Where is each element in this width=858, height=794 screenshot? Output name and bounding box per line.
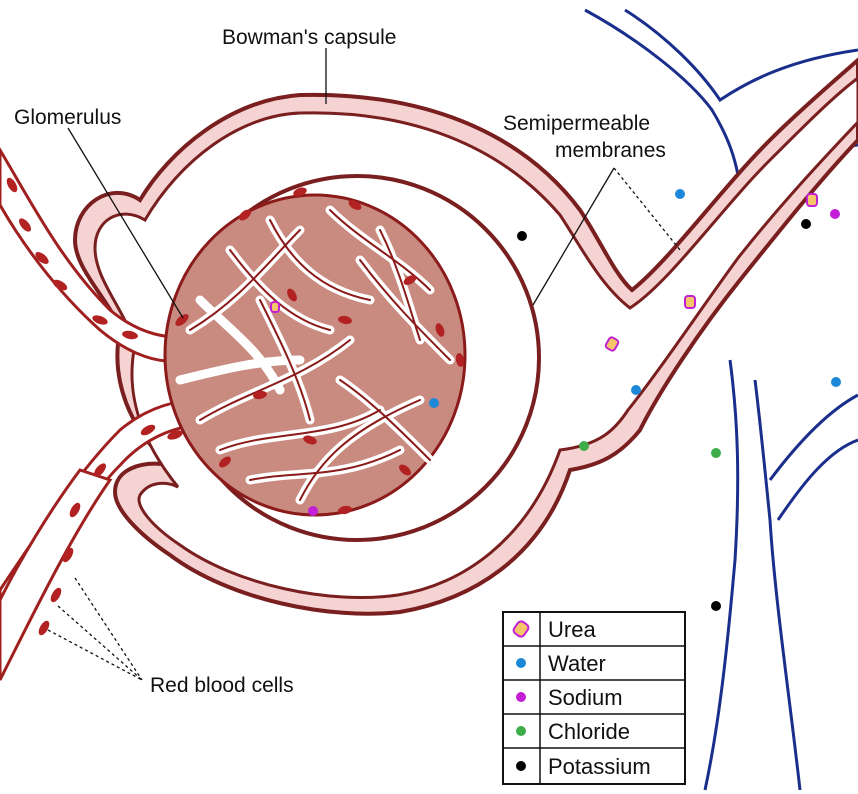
semipermeable-label-line2: membranes xyxy=(555,139,666,162)
urea-particle xyxy=(271,302,279,312)
chloride-particle xyxy=(711,448,721,458)
chloride-dot-icon xyxy=(516,726,526,736)
legend-label-potassium: Potassium xyxy=(548,754,651,779)
legend-label-urea: Urea xyxy=(548,617,596,642)
chloride-particle xyxy=(579,441,589,451)
potassium-dot-icon xyxy=(516,761,526,771)
potassium-particle xyxy=(711,601,721,611)
legend-label-water: Water xyxy=(548,651,606,676)
bowmans-capsule-label: Bowman's capsule xyxy=(222,26,396,49)
urea-particle xyxy=(807,194,817,206)
legend: Urea Water Sodium Chloride Potassium xyxy=(503,612,685,784)
water-particle xyxy=(675,189,685,199)
sodium-dot-icon xyxy=(516,692,526,702)
legend-label-chloride: Chloride xyxy=(548,719,630,744)
water-particle xyxy=(831,377,841,387)
sodium-particle xyxy=(830,209,840,219)
water-particle xyxy=(631,385,641,395)
glomerulus-label: Glomerulus xyxy=(14,106,121,129)
urea-particle xyxy=(685,296,695,308)
legend-label-sodium: Sodium xyxy=(548,685,623,710)
water-dot-icon xyxy=(516,658,526,668)
potassium-particle xyxy=(517,231,527,241)
sodium-particle xyxy=(308,506,318,516)
potassium-particle xyxy=(801,219,811,229)
red-blood-cells-label: Red blood cells xyxy=(150,674,294,697)
water-particle xyxy=(429,398,439,408)
semipermeable-label-line1: Semipermeable xyxy=(503,112,650,135)
